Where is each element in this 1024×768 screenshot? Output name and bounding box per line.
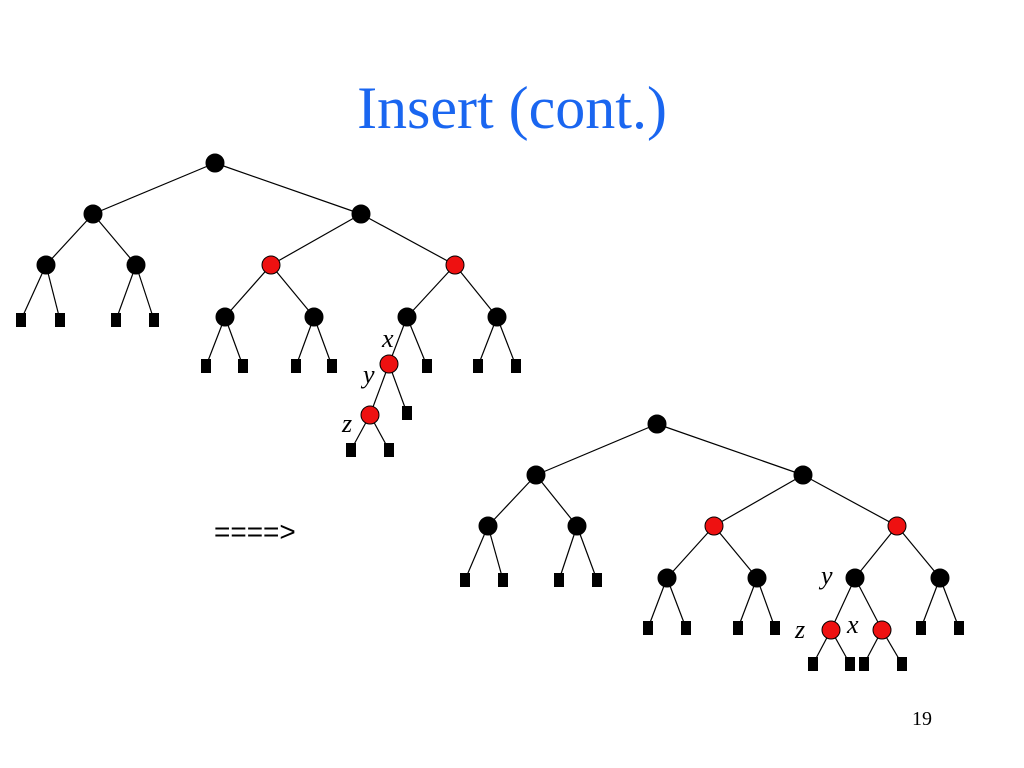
- leaf-node: [473, 359, 483, 373]
- leaf-node: [859, 657, 869, 671]
- node-label-x: x: [846, 610, 859, 639]
- node-label-y: y: [360, 360, 375, 389]
- leaf-node: [954, 621, 964, 635]
- node-label-z: z: [794, 615, 805, 644]
- tree-edge: [896, 525, 941, 579]
- leaf-node: [681, 621, 691, 635]
- leaf-node: [511, 359, 521, 373]
- tree-edge: [656, 423, 804, 476]
- red-node: [379, 354, 399, 374]
- leaf-node: [498, 573, 508, 587]
- black-node: [657, 568, 677, 588]
- black-node: [351, 204, 371, 224]
- leaf-node: [554, 573, 564, 587]
- leaf-node: [643, 621, 653, 635]
- black-node: [647, 414, 667, 434]
- black-node: [747, 568, 767, 588]
- black-node: [126, 255, 146, 275]
- tree-edge: [854, 525, 898, 579]
- leaf-node: [592, 573, 602, 587]
- black-node: [845, 568, 865, 588]
- leaf-node: [916, 621, 926, 635]
- leaf-node: [460, 573, 470, 587]
- tree-edge: [45, 213, 94, 266]
- leaf-node: [384, 443, 394, 457]
- black-node: [215, 307, 235, 327]
- black-node: [487, 307, 507, 327]
- red-node: [872, 620, 892, 640]
- tree-edge: [224, 264, 272, 318]
- tree-edge: [214, 162, 362, 215]
- red-node: [887, 516, 907, 536]
- slide-title: Insert (cont.): [357, 75, 667, 141]
- leaf-node: [733, 621, 743, 635]
- black-node: [930, 568, 950, 588]
- leaf-node: [201, 359, 211, 373]
- red-node: [704, 516, 724, 536]
- node-label-x: x: [381, 324, 394, 353]
- tree-edge: [535, 423, 658, 476]
- black-node: [397, 307, 417, 327]
- tree-edge: [464, 525, 489, 581]
- leaf-node: [808, 657, 818, 671]
- tree-edge: [535, 474, 578, 527]
- leaf-node: [422, 359, 432, 373]
- black-node: [526, 465, 546, 485]
- black-node: [83, 204, 103, 224]
- tree-edge: [115, 264, 137, 321]
- tree-edge: [576, 525, 598, 581]
- red-node: [821, 620, 841, 640]
- leaf-node: [291, 359, 301, 373]
- tree-edge: [713, 474, 804, 527]
- tree-edge: [666, 525, 715, 579]
- tree-edge: [854, 577, 883, 631]
- red-node: [360, 405, 380, 425]
- transform-arrow: ====>: [214, 516, 296, 547]
- tree-edge: [92, 213, 137, 266]
- tree-edge: [270, 264, 315, 318]
- tree-edge: [360, 213, 456, 266]
- leaf-node: [327, 359, 337, 373]
- red-node: [445, 255, 465, 275]
- leaf-node: [55, 313, 65, 327]
- leaf-node: [238, 359, 248, 373]
- node-label-z: z: [341, 409, 352, 438]
- black-node: [304, 307, 324, 327]
- black-node: [205, 153, 225, 173]
- black-node: [478, 516, 498, 536]
- tree-edge: [830, 577, 856, 631]
- leaf-node: [402, 406, 412, 420]
- tree-edge: [406, 264, 456, 318]
- page-number: 19: [912, 708, 932, 730]
- tree-edge: [454, 264, 498, 318]
- leaf-node: [346, 443, 356, 457]
- black-node: [567, 516, 587, 536]
- tree-edge: [487, 474, 537, 527]
- black-node: [793, 465, 813, 485]
- leaf-node: [111, 313, 121, 327]
- leaf-node: [770, 621, 780, 635]
- tree-edge: [713, 525, 758, 579]
- leaf-node: [16, 313, 26, 327]
- black-node: [36, 255, 56, 275]
- leaf-node: [149, 313, 159, 327]
- tree-edge: [92, 162, 216, 215]
- leaf-node: [845, 657, 855, 671]
- red-node: [261, 255, 281, 275]
- leaf-node: [897, 657, 907, 671]
- tree-edge: [20, 264, 47, 321]
- tree-edge: [270, 213, 362, 266]
- tree-edge: [802, 474, 898, 527]
- tree-edge: [135, 264, 155, 321]
- node-label-y: y: [818, 561, 833, 590]
